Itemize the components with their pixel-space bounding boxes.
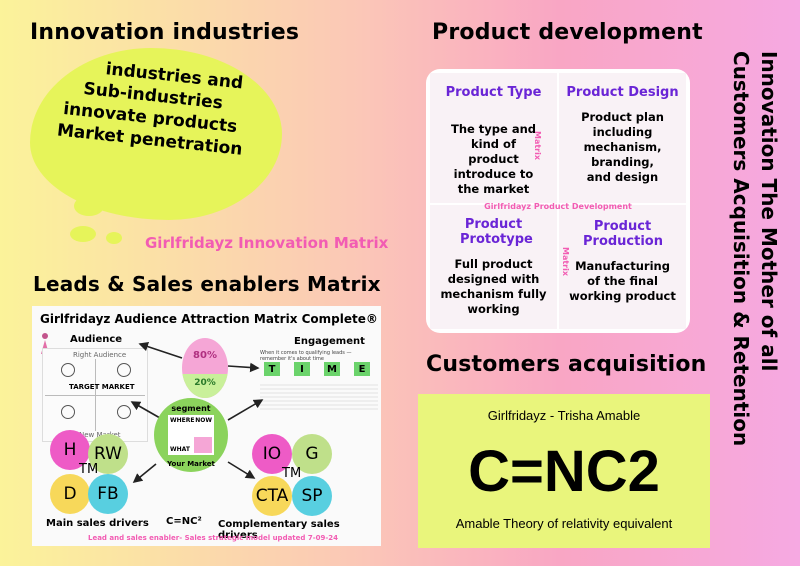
cell-product-type: Product Type The type and kind of produc… (430, 73, 557, 203)
segment-circle: segment WHERE NOW WHAT Your Market (154, 398, 228, 472)
percentage-egg: 80% 20% (182, 338, 228, 398)
time-letter-m: M (324, 362, 340, 376)
what-label: WHAT (170, 446, 190, 453)
product-development-heading: Product development (432, 20, 703, 45)
target-icon-1 (61, 363, 75, 377)
now-label: NOW (195, 417, 212, 424)
driver-rw: RW (88, 434, 128, 474)
driver-cta: CTA (252, 476, 292, 516)
engagement-label: Engagement (294, 336, 365, 347)
card-formula: C=NC² (166, 516, 202, 527)
time-letter-i: I (294, 362, 310, 376)
driver-io: IO (252, 434, 292, 474)
engagement-sub: When it comes to qualifying leads — reme… (260, 350, 352, 362)
customers-acquisition-heading: Customers acquisition (426, 352, 707, 377)
driver-d: D (50, 474, 90, 514)
product-prototype-desc: Full product designed with mechanism ful… (440, 257, 547, 316)
right-audience-label: Right Audience (73, 351, 127, 359)
target-icon-3 (61, 405, 75, 419)
segment-pink-area (194, 437, 212, 453)
product-design-desc: Product plan including mechanism, brandi… (581, 110, 664, 184)
vertical-line-2: Customers Acquisition & Retention (729, 51, 753, 446)
main-tm: TM (79, 462, 99, 477)
time-letter-e: E (354, 362, 370, 376)
pct-top: 80% (193, 350, 217, 361)
cell-product-design: Product Design Product plan including me… (559, 73, 686, 203)
innovation-matrix-label: Girlfridayz Innovation Matrix (145, 234, 389, 252)
thought-bubble-large (74, 196, 104, 216)
driver-sp: SP (292, 476, 332, 516)
cnc-author: Girlfridayz - Trisha Amable (487, 408, 641, 423)
cell-product-production: Product Production Manufacturing of the … (559, 205, 686, 329)
cnc-formula-box: Girlfridayz - Trisha Amable C=NC2 Amable… (418, 394, 710, 548)
audience-label: Audience (70, 334, 123, 345)
thought-bubble-medium (70, 226, 96, 242)
thought-cloud (30, 48, 282, 220)
driver-h: H (50, 430, 90, 470)
cnc-subtitle: Amable Theory of relativity equivalent (455, 516, 673, 531)
pd-center-label: Girlfridayz Product Development (484, 202, 632, 211)
vertical-heading: Innovation The Mother of all Customers A… (716, 48, 800, 518)
product-development-card: Product Type The type and kind of produc… (426, 69, 690, 333)
cell-product-prototype: Product Prototype Full product designed … (430, 205, 557, 329)
cnc-formula: C=NC2 (468, 439, 660, 504)
card-footer: Lead and sales enabler- Sales strategic … (88, 534, 339, 542)
segment-label: segment (171, 404, 211, 413)
segment-inner: WHERE NOW WHAT (168, 415, 214, 455)
vertical-line-1: Innovation The Mother of all (757, 51, 781, 371)
egg-bottom (182, 374, 228, 398)
product-design-title: Product Design (566, 85, 679, 100)
driver-fb: FB (88, 474, 128, 514)
target-icon-2 (117, 363, 131, 377)
driver-g: G (292, 434, 332, 474)
engagement-text-block (260, 382, 378, 410)
card-title: Girlfridayz Audience Attraction Matrix C… (40, 312, 378, 326)
matrix-tag-bottom: Matrix (561, 247, 570, 277)
matrix-tag-top: Matrix (533, 131, 542, 161)
leads-sales-heading: Leads & Sales enablers Matrix (33, 272, 381, 296)
main-drivers-label: Main sales drivers (46, 518, 149, 529)
where-label: WHERE (170, 417, 195, 424)
thought-bubble-small (106, 232, 122, 244)
audience-grid-vline (95, 359, 96, 431)
your-market-label: Your Market (167, 460, 215, 468)
target-icon-4 (117, 405, 131, 419)
innovation-industries-heading: Innovation industries (30, 20, 300, 45)
comp-drivers-label: Complementary sales drivers (218, 519, 340, 541)
product-production-title: Product Production (583, 219, 663, 249)
product-production-desc: Manufacturing of the final working produ… (569, 259, 676, 303)
product-prototype-title: Product Prototype (460, 217, 533, 247)
target-market-label: TARGET MARKET (69, 383, 135, 391)
arrows (130, 341, 264, 484)
audience-attraction-matrix-card: Girlfridayz Audience Attraction Matrix C… (32, 306, 381, 546)
pct-bottom: 20% (194, 378, 216, 388)
comp-tm: TM (282, 466, 302, 481)
product-type-title: Product Type (445, 85, 542, 100)
product-type-desc: The type and kind of product introduce t… (450, 122, 537, 196)
time-letter-t: T (264, 362, 280, 376)
